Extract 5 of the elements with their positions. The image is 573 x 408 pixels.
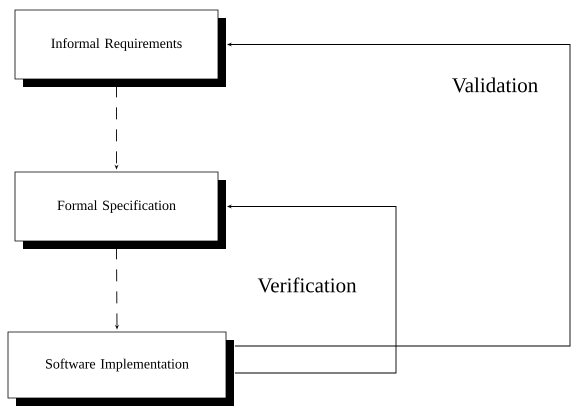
edge-label: Validation <box>452 78 538 92</box>
process-box: Software Implementation <box>8 332 234 406</box>
process-box: Informal Requirements <box>14 10 226 87</box>
edge-label: Verification <box>258 277 356 293</box>
process-box: Formal Specification <box>14 172 226 249</box>
